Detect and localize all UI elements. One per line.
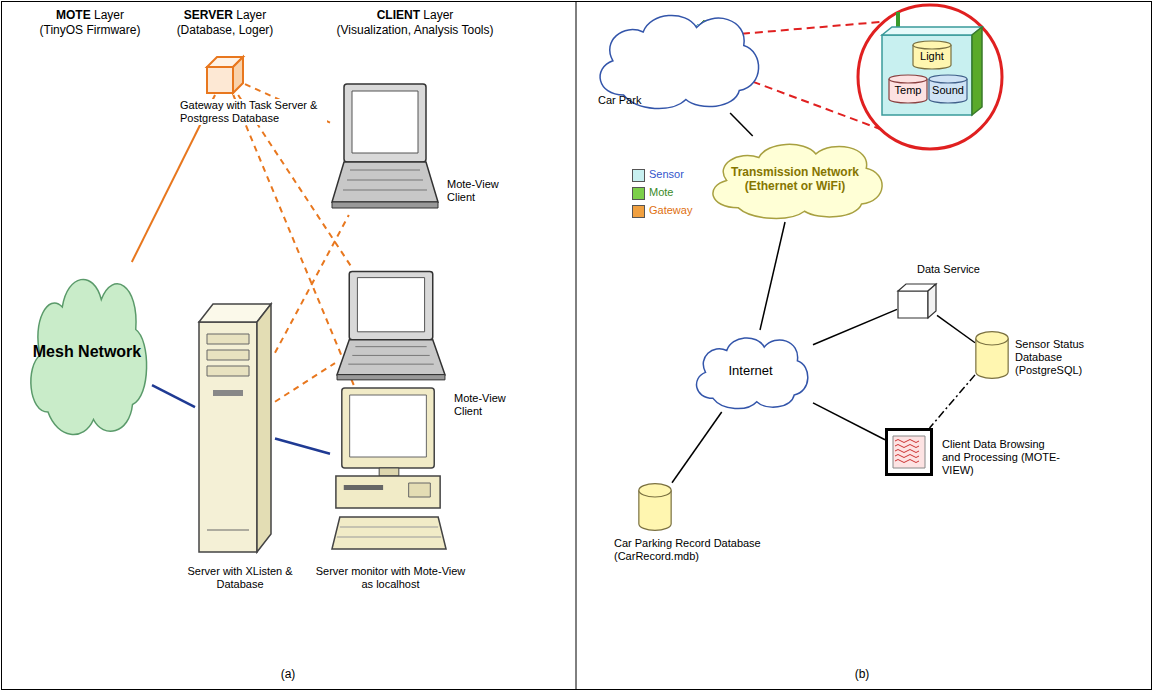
- node-label: Internet: [698, 363, 804, 379]
- panel-label: (b): [842, 667, 882, 681]
- gateway-icon: [205, 55, 245, 95]
- connector: [672, 412, 722, 483]
- internet-cloud: Internet: [688, 330, 813, 412]
- zoom-callout: [716, 5, 1002, 149]
- connector: [275, 363, 335, 402]
- panel-divider: [576, 1, 577, 690]
- layer-subtitle: (TinyOS Firmware): [20, 23, 160, 37]
- sensor-cylinder: Temp: [888, 74, 928, 104]
- connector: [760, 222, 785, 330]
- legend-text: Mote: [649, 186, 673, 199]
- data-service-box: Data Service: [897, 283, 937, 319]
- panel-label: (a): [268, 667, 308, 681]
- desktop-pc-icon: [330, 385, 448, 555]
- connector: [813, 403, 885, 440]
- node-label: Mote-View Client: [452, 392, 520, 418]
- connector: [937, 315, 975, 342]
- connector: [930, 375, 975, 428]
- connector: [813, 309, 897, 344]
- layer-subtitle: (Visualization, Analysis Tools): [310, 23, 520, 37]
- cylinder-shape: [638, 482, 672, 532]
- node-label: Data Service: [915, 263, 1009, 276]
- node-label: Mote-View Client: [445, 178, 513, 204]
- legend-swatch: [632, 205, 645, 218]
- laptop-icon: [335, 268, 447, 386]
- node-label: Sound: [931, 84, 965, 97]
- connector: [730, 113, 753, 136]
- server-node: Server with XListen & Database: [195, 300, 275, 555]
- node-label: Client Data Browsing and Processing (MOT…: [940, 438, 1064, 478]
- legend-text: Gateway: [649, 204, 692, 217]
- cylinder-shape: [975, 330, 1009, 380]
- client-screen: Client Data Browsing and Processing (MOT…: [885, 428, 933, 476]
- client-screen-icon: [885, 428, 933, 476]
- sensor-cylinder: Sound: [928, 74, 968, 104]
- server-box-icon: [897, 283, 937, 319]
- legend-swatch: [632, 187, 645, 200]
- node-label: Transmission Network (Ethernet or WiFi): [723, 165, 868, 194]
- database-cylinder: Car Parking Record Database (CarRecord.m…: [638, 482, 672, 532]
- node-label: Gateway with Task Server & Postgress Dat…: [178, 99, 327, 125]
- node-label: Temp: [891, 84, 925, 97]
- client-laptop: Mote-View Client: [335, 268, 447, 386]
- connector: [275, 439, 330, 454]
- node-label: Light: [915, 50, 949, 63]
- legend-swatch: [632, 169, 645, 182]
- layer-heading: CLIENT Layer: [310, 8, 520, 22]
- car-park-cloud: Car Park: [588, 5, 766, 113]
- layer-heading: SERVER Layer: [160, 8, 290, 22]
- transmission-cloud: Transmission Network (Ethernet or WiFi): [700, 136, 890, 222]
- node-label: Mesh Network: [32, 342, 143, 361]
- database-cylinder: Sensor Status Database (PostgreSQL): [975, 330, 1009, 380]
- connector: [275, 215, 349, 353]
- sensor-cylinder: Light: [912, 40, 952, 70]
- layer-subtitle: (Database, Loger): [160, 23, 290, 37]
- node-label: Server with XListen & Database: [175, 565, 305, 591]
- node-label: Car Parking Record Database (CarRecord.m…: [612, 537, 766, 563]
- gateway-node: Gateway with Task Server & Postgress Dat…: [205, 55, 245, 95]
- legend-text: Sensor: [649, 168, 684, 181]
- layer-heading: MOTE Layer: [20, 8, 160, 22]
- node-label: Car Park: [598, 94, 646, 107]
- mesh-cloud: Mesh Network: [22, 262, 152, 442]
- monitor-node: Server monitor with Mote-View as localho…: [330, 385, 448, 555]
- connector: [152, 385, 195, 407]
- server-tower-icon: [195, 300, 275, 555]
- laptop-icon: [330, 80, 440, 215]
- node-label: Server monitor with Mote-View as localho…: [308, 565, 473, 591]
- node-label: Sensor Status Database (PostgreSQL): [1013, 338, 1102, 378]
- client-laptop: Mote-View Client: [330, 80, 440, 215]
